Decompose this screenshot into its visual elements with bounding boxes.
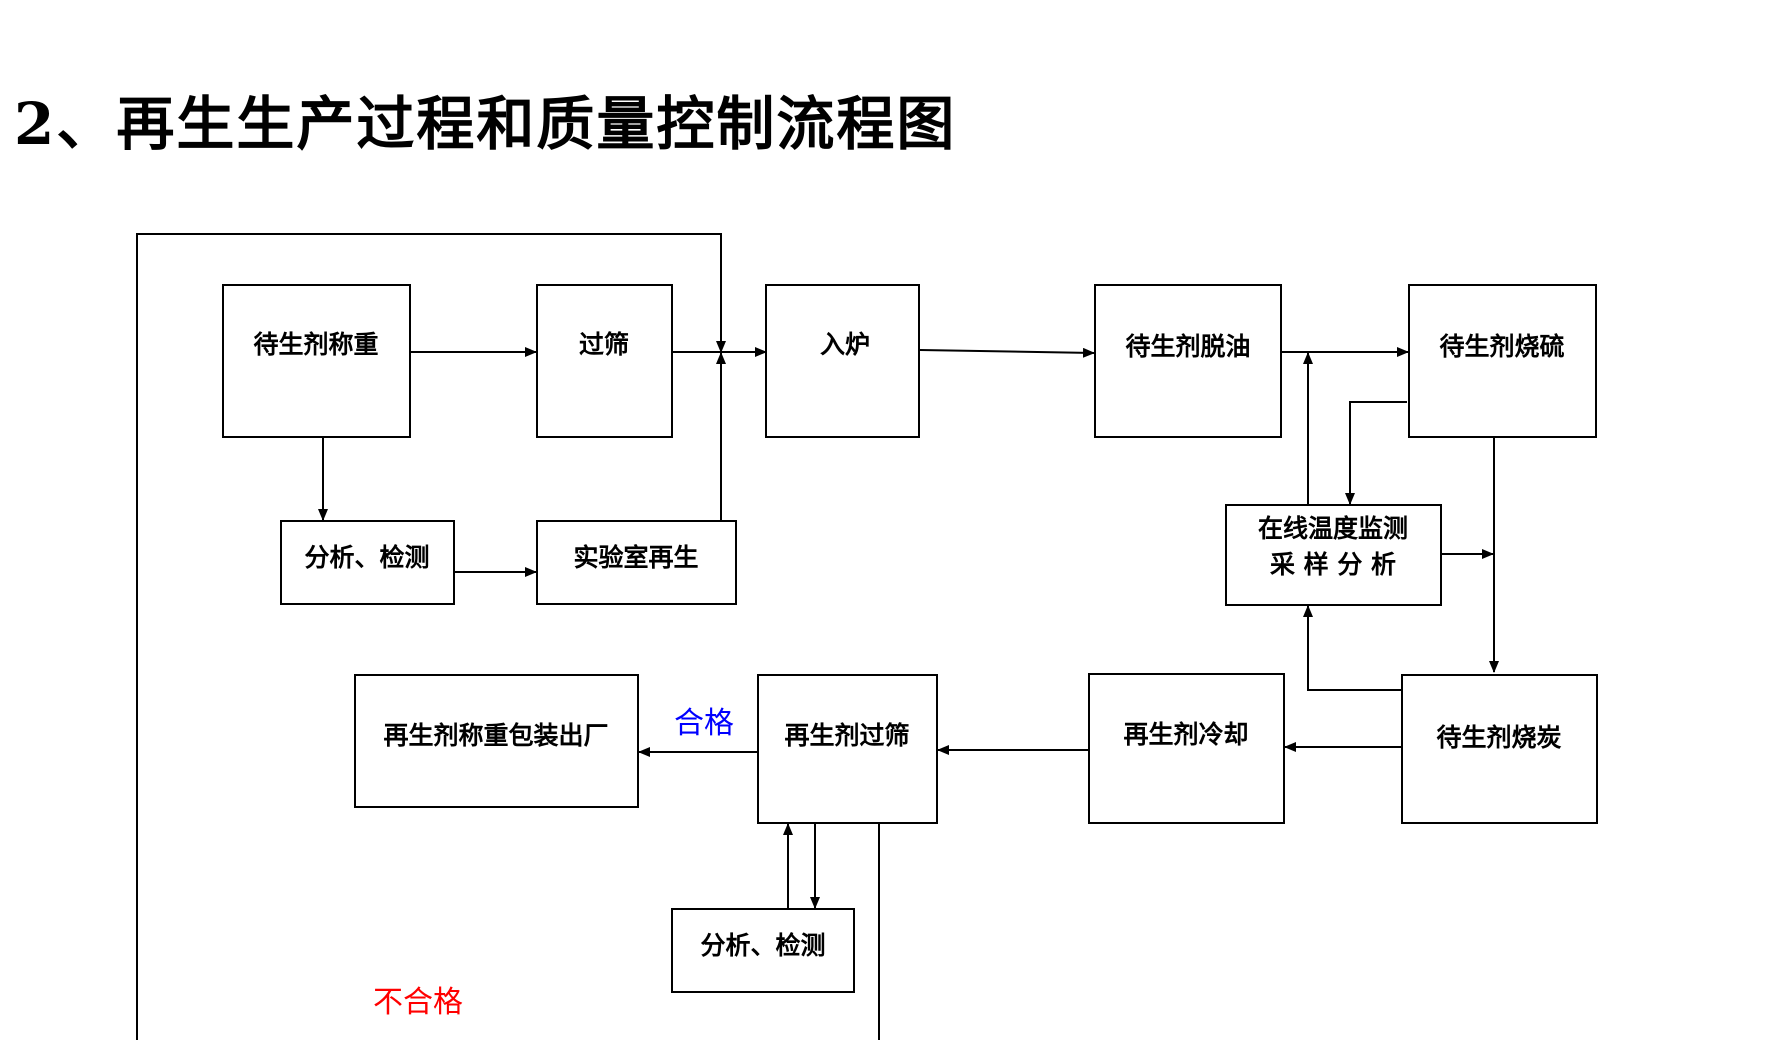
- node-sieve: 过筛: [536, 284, 673, 438]
- node-burn-sulfur: 待生剂烧硫: [1408, 284, 1597, 438]
- node-analysis-bottom: 分析、检测: [671, 908, 855, 993]
- node-deoil-label: 待生剂脱油: [1125, 332, 1250, 361]
- node-online-monitor-line2: 采 样 分 析: [1270, 550, 1396, 579]
- arrow-burn-carbon-to-monitor: [1303, 605, 1401, 691]
- fail-label: 不合格: [373, 985, 463, 1020]
- node-burn-sulfur-label: 待生剂烧硫: [1439, 332, 1564, 361]
- node-cool-label: 再生剂冷却: [1123, 720, 1248, 749]
- node-regen-sieve: 再生剂过筛: [757, 674, 938, 824]
- arrow-fail-loop-to-furnace-feed: [136, 233, 880, 1040]
- node-weigh-spent-label: 待生剂称重: [253, 330, 378, 359]
- node-regen-sieve-label: 再生剂过筛: [784, 721, 909, 750]
- node-weigh-spent: 待生剂称重: [222, 284, 411, 438]
- pass-label: 合格: [674, 706, 734, 741]
- connectors: [136, 233, 1499, 1040]
- node-analysis-top: 分析、检测: [280, 520, 455, 605]
- node-package-label: 再生剂称重包装出厂: [383, 721, 608, 750]
- node-package: 再生剂称重包装出厂: [354, 674, 639, 808]
- node-lab-regen-label: 实验室再生: [573, 543, 698, 572]
- node-online-monitor-line1: 在线温度监测: [1258, 514, 1408, 543]
- node-burn-carbon: 待生剂烧炭: [1401, 674, 1598, 824]
- node-sieve-label: 过筛: [579, 330, 629, 359]
- page-title: 2、再生生产过程和质量控制流程图: [14, 90, 957, 158]
- node-lab-regen: 实验室再生: [536, 520, 737, 605]
- node-cool: 再生剂冷却: [1088, 673, 1285, 824]
- node-burn-carbon-label: 待生剂烧炭: [1436, 723, 1561, 752]
- node-deoil: 待生剂脱油: [1094, 284, 1282, 438]
- arrow-furnace-to-deoil: [919, 347, 1095, 358]
- node-furnace: 入炉: [765, 284, 920, 438]
- node-furnace-label: 入炉: [820, 330, 870, 359]
- node-analysis-bottom-label: 分析、检测: [700, 931, 825, 960]
- node-analysis-top-label: 分析、检测: [304, 543, 429, 572]
- node-online-monitor: 在线温度监测 采 样 分 析: [1225, 504, 1442, 606]
- arrow-burn-sulfur-to-monitor: [1345, 401, 1407, 505]
